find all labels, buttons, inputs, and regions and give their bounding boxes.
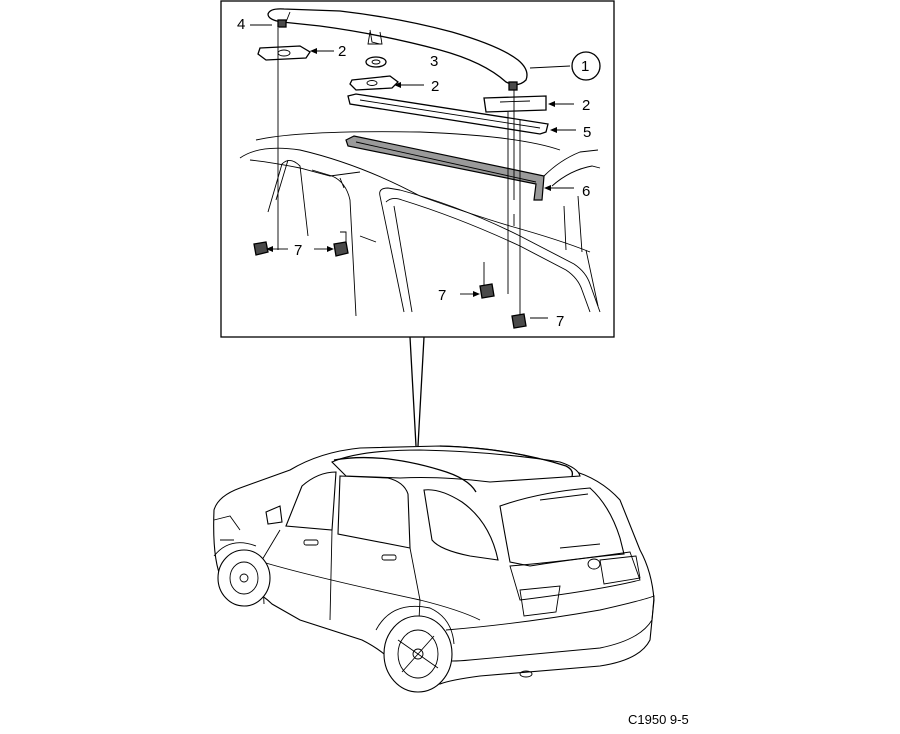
callout-5: 5 xyxy=(583,124,591,141)
mounting-rail xyxy=(345,135,545,201)
nut-1 xyxy=(253,241,269,256)
detail-frame xyxy=(220,0,615,338)
callout-2a: 2 xyxy=(338,43,346,60)
car-side-window-front xyxy=(285,471,337,531)
callout-1: 1 xyxy=(581,58,589,75)
car-side-window-rear xyxy=(423,489,499,561)
gasket-middle xyxy=(349,75,399,91)
callout-7b: 7 xyxy=(438,287,446,304)
nut-3 xyxy=(479,262,495,299)
car-side-window-middle xyxy=(337,475,411,549)
gasket-rear xyxy=(483,95,547,113)
rail-foot-rear xyxy=(508,81,518,91)
callout-4: 4 xyxy=(237,16,245,33)
callout-3: 3 xyxy=(430,53,438,70)
roof-rail xyxy=(267,8,528,86)
callout-2c: 2 xyxy=(582,97,590,114)
car-rear-door-handle xyxy=(381,554,397,561)
car-roof xyxy=(331,449,581,483)
nut-2 xyxy=(333,231,349,257)
car-front-door-handle xyxy=(303,539,319,546)
car-rear-wheel xyxy=(383,615,453,693)
callout-6: 6 xyxy=(582,183,590,200)
car-tailgate xyxy=(509,551,641,601)
callout-7c: 7 xyxy=(556,313,564,330)
callout-7a: 7 xyxy=(294,242,302,259)
rail-foot-front xyxy=(277,19,287,28)
figure-code: C1950 9-5 xyxy=(628,712,689,727)
car-rear-window xyxy=(499,487,625,567)
nut-4 xyxy=(511,313,527,329)
car-roof-rail-right xyxy=(439,445,574,477)
station-wagon-drawing xyxy=(213,445,655,693)
callout-2b: 2 xyxy=(431,78,439,95)
detail-leader-line xyxy=(409,336,425,447)
gasket-front xyxy=(257,45,311,61)
washer xyxy=(365,56,387,68)
car-front-wheel xyxy=(217,549,271,607)
leader-arrows xyxy=(250,24,576,319)
detail-view: 1 2 2 2 3 4 5 6 7 7 7 xyxy=(237,8,601,330)
callout-circle-1 xyxy=(571,51,601,81)
car-roof-rail-left xyxy=(333,456,477,493)
car-tail-light xyxy=(519,555,641,617)
car-side-mirror xyxy=(265,505,283,525)
car-rear-bumper xyxy=(439,595,655,662)
